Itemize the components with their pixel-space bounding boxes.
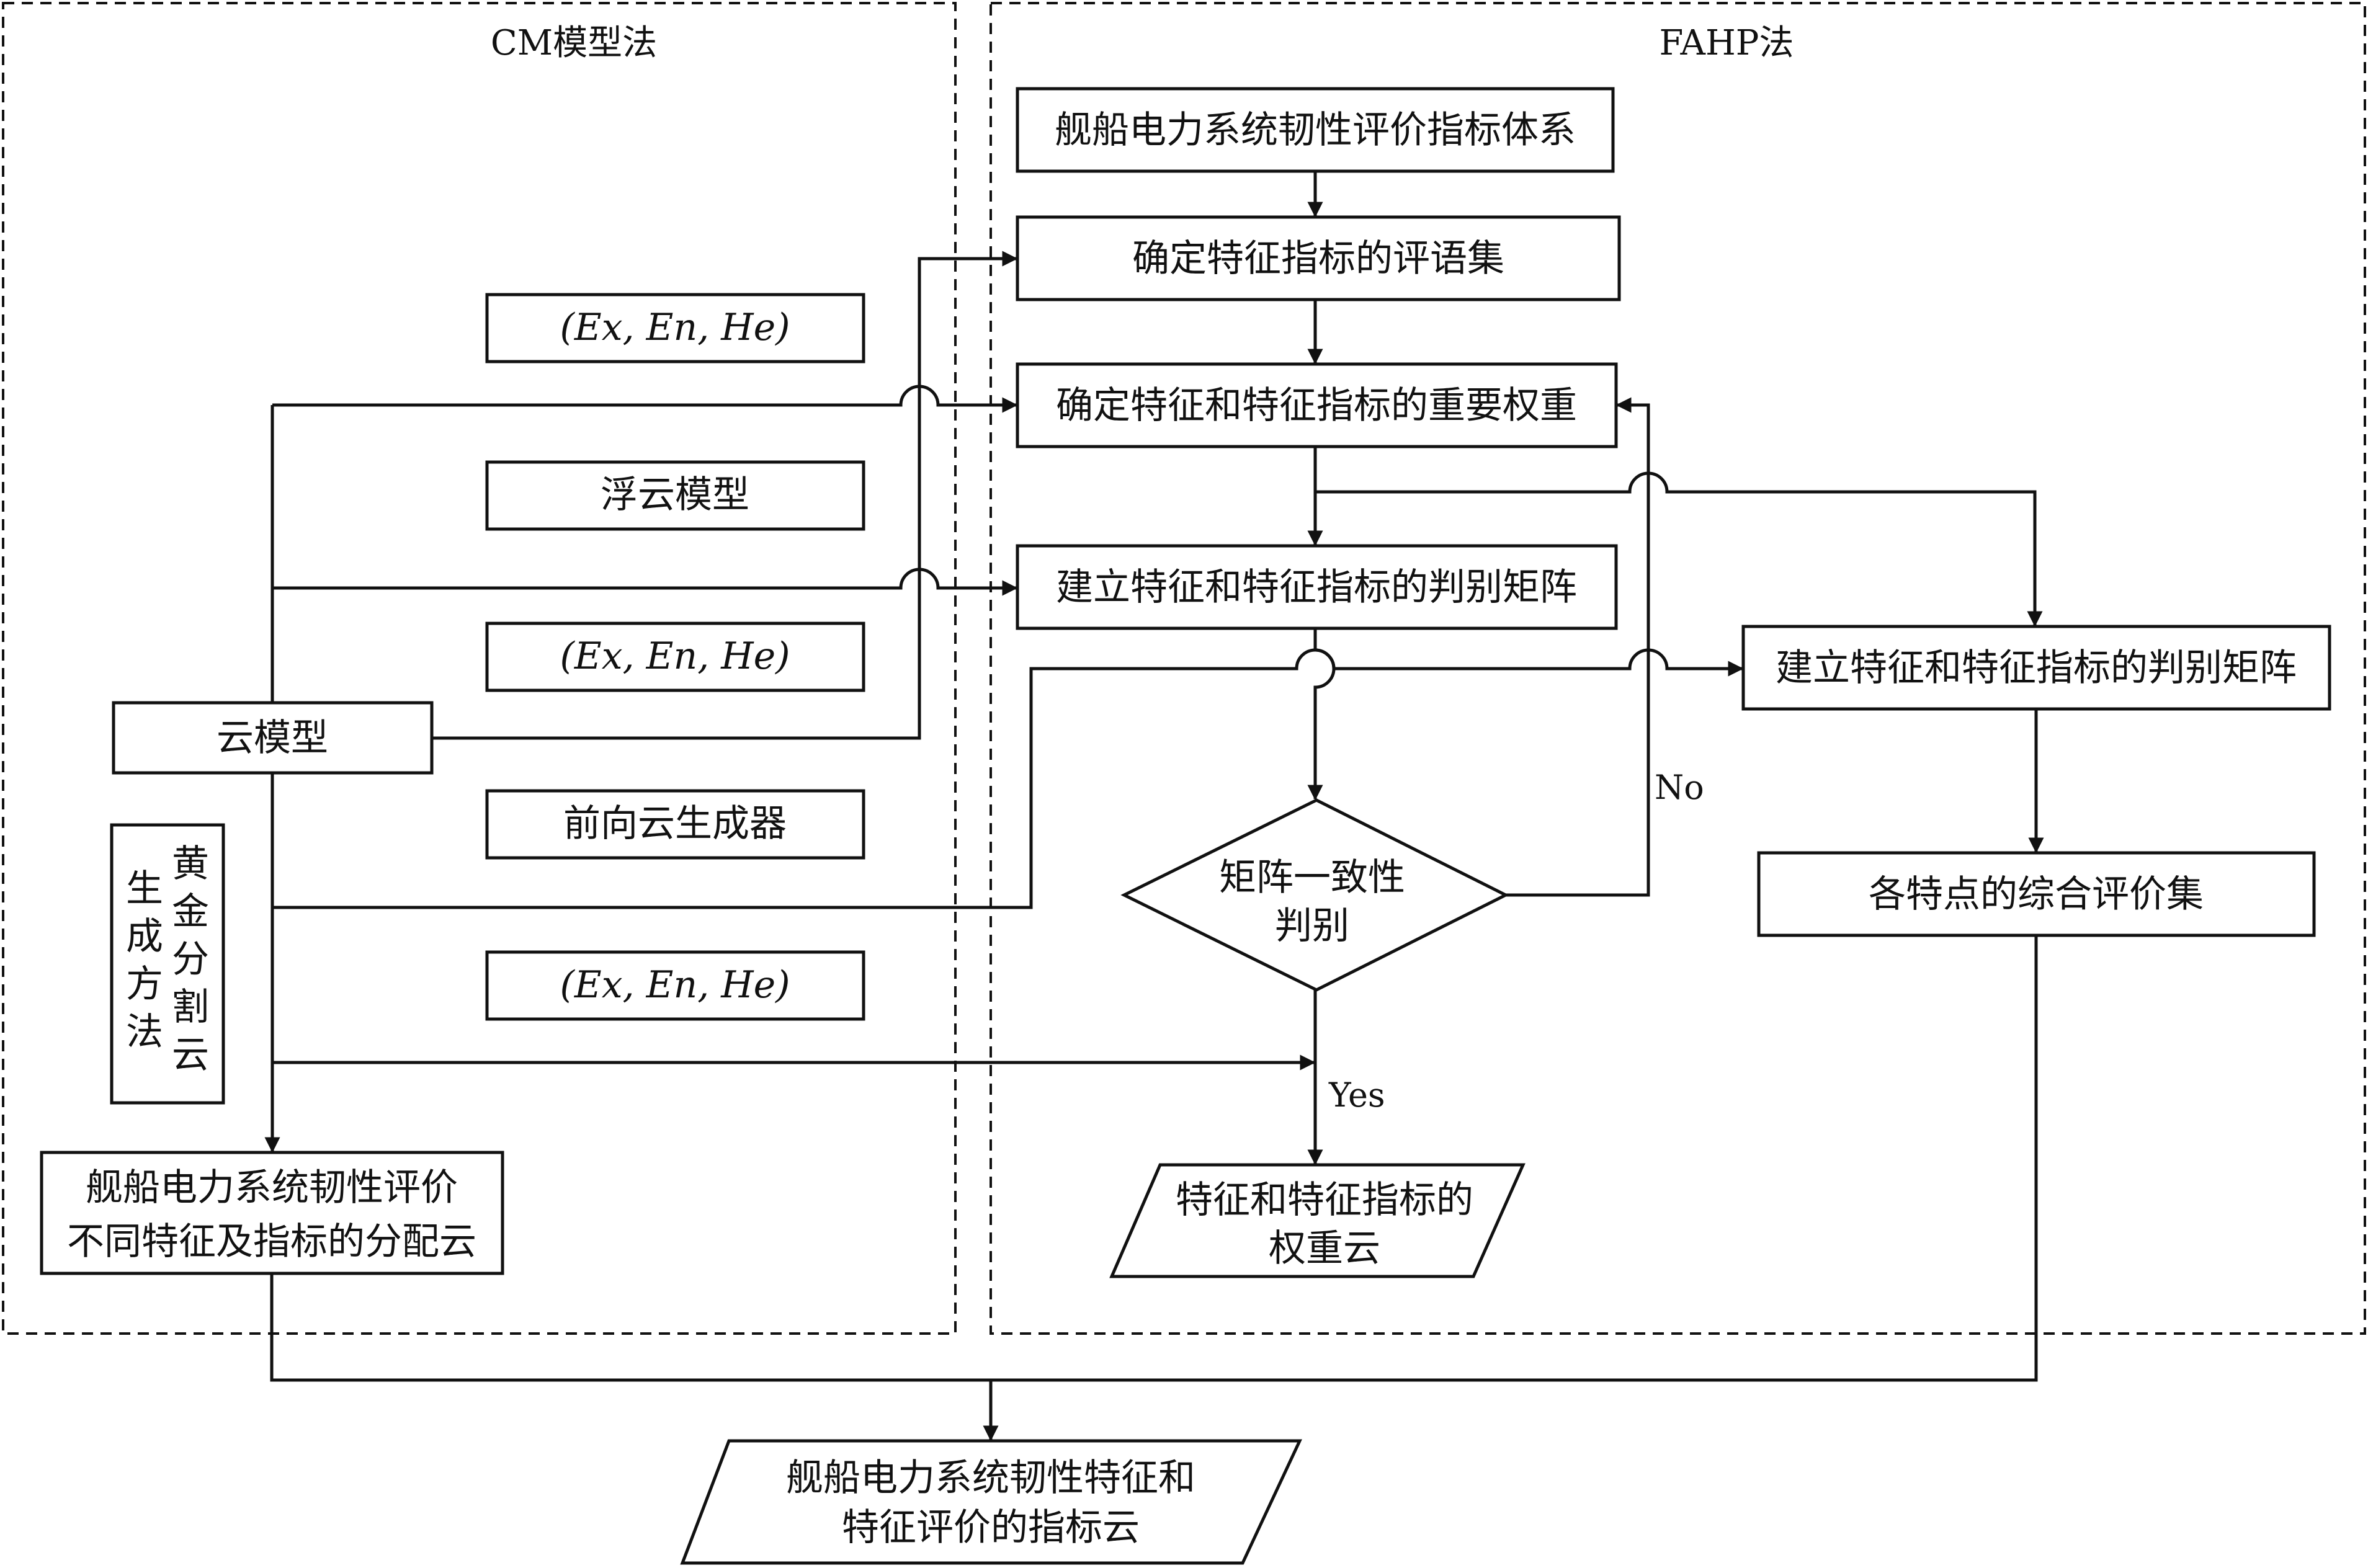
judgment-matrix-right-text: 建立特征和特征指标的判别矩阵 (1776, 646, 2297, 690)
golden-col1-char: 成 (126, 915, 163, 958)
composite-eval-box (1757, 851, 2316, 937)
cm-section-frame (2, 2, 957, 1335)
golden-section-col1: 生 成 方 法 (126, 867, 163, 1054)
judgment-matrix-text: 建立特征和特征指标的判别矩阵 (1056, 566, 1577, 609)
cloud-model-text: 云模型 (217, 716, 328, 760)
arrow-trunk-to-right-judgment (272, 648, 1744, 909)
index-system-text: 舰船电力系统韧性评价指标体系 (1055, 109, 1576, 152)
weight-cloud-text-2: 权重云 (1269, 1227, 1380, 1270)
arrow-cloudmodel-to-comment (432, 251, 1018, 740)
golden-col1-char: 方 (126, 963, 163, 1006)
golden-col2-char: 割 (172, 986, 209, 1029)
golden-col1-char: 生 (126, 867, 163, 911)
golden-section-col2: 黄 金 分 割 云 (172, 842, 209, 1077)
consistency-text-2: 判别 (1275, 904, 1349, 948)
weight-cloud-parallelogram (1109, 1163, 1526, 1278)
floating-cloud-box (485, 460, 865, 531)
distribution-text-1: 舰船电力系统韧性评价 (86, 1166, 458, 1209)
golden-col2-char: 云 (172, 1033, 209, 1077)
weight-cloud-text-1: 特征和特征指标的 (1176, 1178, 1473, 1222)
param-box-2 (485, 621, 865, 692)
param-text-2: (Ex, En, He) (560, 635, 790, 678)
result-parallelogram (680, 1439, 1302, 1565)
composite-eval-text: 各特点的综合评价集 (1869, 873, 2204, 916)
distribution-text-2: 不同特征及指标的分配云 (67, 1220, 476, 1263)
fahp-section-title: FAHP法 (1660, 23, 1794, 63)
result-text-1: 舰船电力系统韧性特征和 (786, 1456, 1195, 1500)
cm-section-title: CM模型法 (491, 23, 657, 63)
golden-col2-char: 金 (172, 890, 209, 933)
forward-generator-text: 前向云生成器 (563, 802, 787, 845)
judgment-matrix-box (1016, 544, 1618, 630)
cloud-model-box (112, 701, 434, 775)
index-system-box (1016, 87, 1615, 173)
forward-generator-box (485, 789, 865, 860)
param-text-1: (Ex, En, He) (560, 306, 790, 349)
comment-set-text: 确定特征指标的评语集 (1132, 237, 1504, 280)
arrow-no-loop (1506, 397, 1650, 897)
distribution-cloud-box (40, 1151, 504, 1275)
param-box-1 (485, 293, 865, 363)
golden-col2-char: 黄 (172, 842, 209, 886)
arrow-trunk-to-judgment (272, 568, 1018, 596)
floating-cloud-text: 浮云模型 (601, 473, 749, 517)
yes-label: Yes (1328, 1076, 1385, 1115)
consistency-text-1: 矩阵一致性 (1219, 856, 1405, 899)
no-label: No (1655, 768, 1704, 807)
param-box-3 (485, 950, 865, 1021)
fahp-section-frame (990, 2, 2366, 1335)
golden-section-box (110, 823, 225, 1105)
comment-set-box (1016, 215, 1621, 301)
arrow-trunk-to-weight (272, 385, 1018, 413)
merge-line-left (270, 935, 2038, 1382)
importance-weight-text: 确定特征和特征指标的重要权重 (1056, 384, 1577, 427)
golden-col1-char: 法 (126, 1010, 163, 1054)
param-text-3: (Ex, En, He) (560, 963, 790, 1007)
golden-col2-char: 分 (172, 938, 209, 981)
result-text-2: 特征评价的指标云 (842, 1506, 1140, 1549)
